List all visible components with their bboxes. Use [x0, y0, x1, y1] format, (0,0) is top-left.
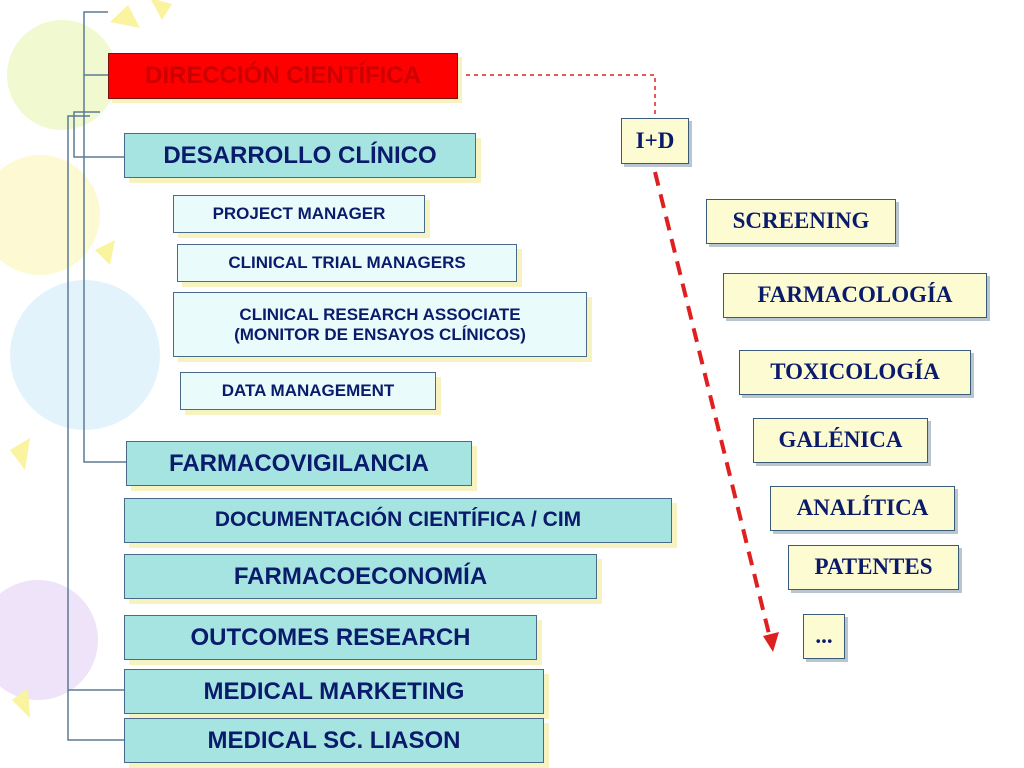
cra-line-2: (MONITOR DE ENSAYOS CLÍNICOS)	[234, 324, 526, 344]
galenica-box: GALÉNICA	[753, 418, 928, 463]
id-box: I+D	[621, 118, 689, 164]
star-decoration	[110, 5, 140, 28]
medical-sc-liason-box: MEDICAL SC. LIASON	[124, 718, 544, 763]
screening-box: SCREENING	[706, 199, 896, 244]
more-box: ...	[803, 614, 845, 659]
balloon-green	[7, 20, 117, 130]
arrow-head	[763, 632, 779, 652]
medical-marketing-box: MEDICAL MARKETING	[124, 669, 544, 714]
direccion-cientifica-box: DIRECCIÓN CIENTÍFICA	[108, 53, 458, 99]
tree-line-inner	[67, 115, 124, 741]
data-management-box: DATA MANAGEMENT	[180, 372, 436, 410]
farmacoeconomia-box: FARMACOECONOMÍA	[124, 554, 597, 599]
balloon-yellow	[0, 155, 100, 275]
star-decoration	[12, 688, 30, 718]
clinical-research-associate-box: CLINICAL RESEARCH ASSOCIATE (MONITOR DE …	[173, 292, 587, 357]
toxicologia-box: TOXICOLOGÍA	[739, 350, 971, 395]
tree-line-outer	[83, 11, 128, 463]
cra-line-1: CLINICAL RESEARCH ASSOCIATE	[239, 304, 521, 324]
dashed-arrow-id	[653, 171, 772, 639]
balloon-purple	[0, 580, 98, 700]
star-decoration	[151, 0, 172, 20]
star-decoration	[95, 240, 115, 265]
farmacovigilancia-box: FARMACOVIGILANCIA	[126, 441, 472, 486]
project-manager-box: PROJECT MANAGER	[173, 195, 425, 233]
desarrollo-clinico-box: DESARROLLO CLÍNICO	[124, 133, 476, 178]
clinical-trial-managers-box: CLINICAL TRIAL MANAGERS	[177, 244, 517, 282]
patentes-box: PATENTES	[788, 545, 959, 590]
balloon-blue	[10, 280, 160, 430]
documentacion-cientifica-box: DOCUMENTACIÓN CIENTÍFICA / CIM	[124, 498, 672, 543]
tree-line-mid	[73, 111, 124, 158]
farmacologia-box: FARMACOLOGÍA	[723, 273, 987, 318]
star-decoration	[10, 438, 30, 470]
outcomes-research-box: OUTCOMES RESEARCH	[124, 615, 537, 660]
dashed-link-direccion-id	[466, 74, 656, 118]
analitica-box: ANALÍTICA	[770, 486, 955, 531]
